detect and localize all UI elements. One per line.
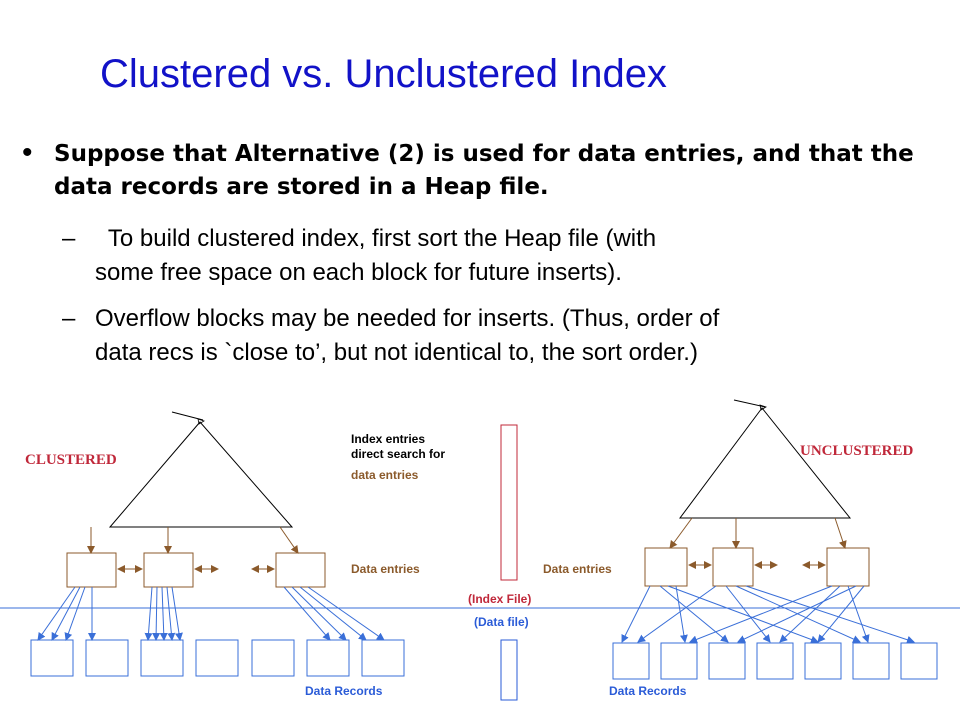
clustered-label: CLUSTERED: [25, 452, 117, 468]
unclustered-data-records-label: Data Records: [609, 684, 687, 698]
unclustered-entry-box: [826, 547, 870, 587]
index-diagram: CLUSTERED Data Records Index entries dir…: [0, 399, 960, 701]
unclustered-entry-box: [644, 547, 688, 587]
clustered-record-page: [361, 639, 405, 677]
bullet-dot: •: [22, 136, 33, 169]
unclustered-record-page: [804, 642, 842, 680]
unclustered-label: UNCLUSTERED: [800, 443, 914, 459]
clustered-record-page: [195, 639, 239, 677]
unclustered-record-page: [900, 642, 938, 680]
clustered-tree: [108, 411, 294, 528]
clustered-triangle-to-entries: [87, 526, 299, 554]
clustered-index-triangle: [108, 421, 294, 528]
clustered-data-entries-label: Data entries: [351, 562, 420, 576]
unclustered-record-pointers: [621, 585, 915, 644]
unclustered-data-records: [612, 642, 938, 680]
sub-bullet-2-dash: –: [62, 305, 76, 332]
data-file-bar: [500, 639, 518, 701]
index-note-line1: Index entries: [351, 432, 425, 446]
unclustered-tree: [679, 399, 852, 519]
clustered-record-pointers: [37, 586, 385, 641]
clustered-data-entries: [66, 552, 326, 588]
clustered-record-page: [251, 639, 295, 677]
sub-bullet-1-dash: –: [62, 225, 76, 252]
data-file-label: (Data file): [474, 615, 529, 629]
sub-bullet-1: – To build clustered index, first sort t…: [62, 222, 942, 290]
sub-bullet-2: –Overflow blocks may be needed for inser…: [62, 302, 942, 370]
bullet-text: Suppose that Alternative (2) is used for…: [54, 141, 914, 200]
clustered-entry-box: [275, 552, 326, 588]
sub-bullet-1-line1: To build clustered index, first sort the…: [95, 225, 657, 252]
unclustered-record-page: [612, 642, 650, 680]
clustered-data-records-label: Data Records: [305, 684, 383, 698]
index-note-line3: data entries: [351, 468, 419, 482]
page-title: Clustered vs. Unclustered Index: [100, 52, 667, 96]
index-file-label: (Index File): [468, 592, 531, 606]
unclustered-index-triangle: [679, 407, 852, 519]
index-file-bar: [500, 424, 518, 581]
unclustered-record-page: [756, 642, 794, 680]
unclustered-triangle-to-entries: [669, 517, 847, 549]
sub-bullet-2-line1: Overflow blocks may be needed for insert…: [95, 305, 720, 332]
index-note-line2: direct search for: [351, 447, 445, 461]
sub-bullet-2-line2: data recs is `close to’, but not identic…: [95, 339, 698, 366]
clustered-record-page: [30, 639, 74, 677]
unclustered-record-page: [852, 642, 890, 680]
unclustered-entry-box: [712, 547, 754, 587]
clustered-record-page: [85, 639, 129, 677]
unclustered-record-page: [660, 642, 698, 680]
unclustered-data-entries-label: Data entries: [543, 562, 612, 576]
clustered-record-page: [306, 639, 350, 677]
clustered-record-page: [140, 639, 184, 677]
unclustered-record-page: [708, 642, 746, 680]
unclustered-data-entries: [644, 547, 870, 587]
clustered-entry-box: [66, 552, 117, 588]
sub-bullet-1-line2: some free space on each block for future…: [95, 259, 622, 286]
clustered-data-records: [30, 639, 405, 677]
clustered-entry-box: [143, 552, 194, 588]
